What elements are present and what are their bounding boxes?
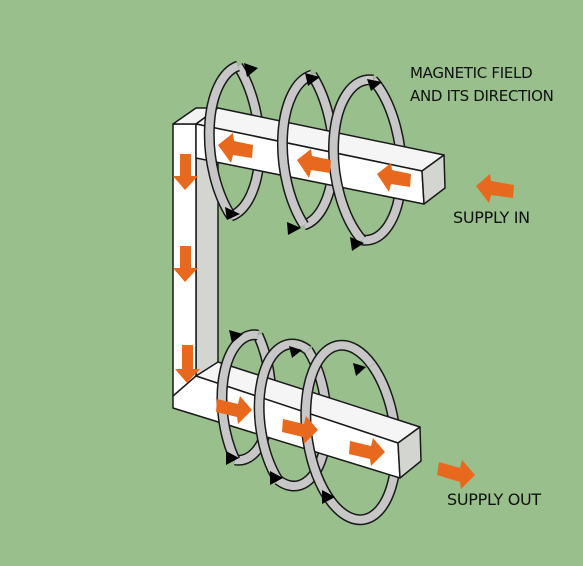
field-arrowhead-icon	[225, 207, 240, 220]
field-arrowhead-icon	[367, 79, 382, 91]
top-bar-end	[421, 154, 446, 205]
field-loops-front	[203, 60, 377, 504]
magnetic-field-label-line2: AND ITS DIRECTION	[410, 87, 554, 105]
current-arrow-right-icon	[216, 396, 252, 424]
field-arrowhead-icon	[244, 63, 258, 77]
supply-out-arrow-icon	[437, 460, 475, 489]
current-arrow-right-icon	[349, 438, 385, 466]
field-arrowhead-icon	[350, 237, 364, 251]
current-arrow-down-icon	[175, 345, 200, 383]
current-arrow-right-icon	[282, 416, 318, 444]
field-arrowhead-icon	[305, 73, 320, 86]
bottom-bar-end	[397, 426, 422, 479]
supply-out-label: SUPPLY OUT	[447, 490, 541, 509]
field-arrowhead-icon	[226, 451, 239, 465]
field-arrowhead-icon	[322, 490, 335, 504]
supply-in-arrow-icon	[476, 174, 514, 203]
current-arrow-left-icon	[297, 149, 331, 178]
current-arrow-down-icon	[173, 246, 198, 282]
field-direction-arrowheads	[225, 63, 382, 504]
magnetic-field-label: MAGNETIC FIELD AND ITS DIRECTION	[410, 62, 554, 108]
field-arrowhead-icon	[289, 346, 302, 358]
current-arrow-left-icon	[377, 163, 411, 192]
current-arrow-left-icon	[218, 133, 253, 163]
supply-in-label: SUPPLY IN	[453, 208, 530, 227]
field-arrowhead-icon	[270, 471, 283, 485]
current-arrows	[173, 133, 514, 489]
field-arrowhead-icon	[229, 330, 243, 343]
magnetic-field-label-line1: MAGNETIC FIELD	[410, 64, 533, 82]
field-arrowhead-icon	[353, 363, 366, 376]
current-arrow-down-icon	[173, 154, 198, 190]
field-arrowhead-icon	[287, 222, 301, 235]
